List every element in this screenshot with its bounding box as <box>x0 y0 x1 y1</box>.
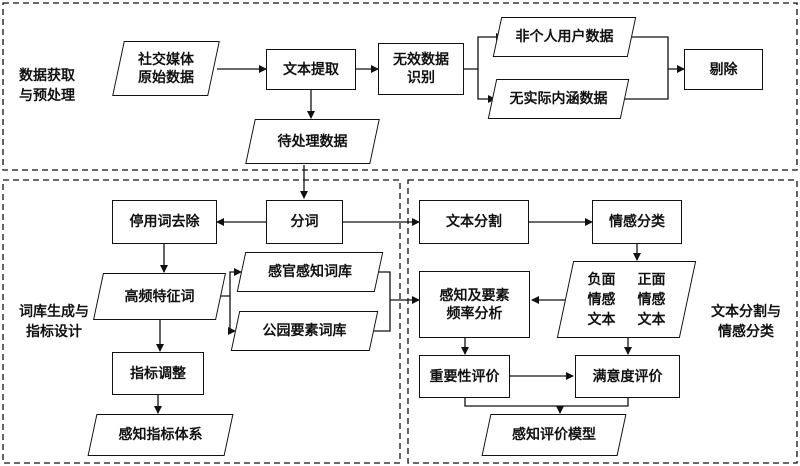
node-freq-analysis: 感知及要素 频率分析 <box>419 271 530 338</box>
sentiment-neg-line-1: 负面 <box>587 271 616 288</box>
node-park-lex-label: 公园要素词库 <box>262 323 347 339</box>
node-social-media-label: 社交媒体 原始数据 <box>138 51 194 86</box>
node-remove: 剔除 <box>684 49 763 90</box>
node-satisfaction: 满意度评价 <box>575 355 680 398</box>
node-sentiment-texts: 负面 正面 情感 情感 文本 文本 <box>565 261 688 338</box>
node-pending-label: 待处理数据 <box>277 133 348 150</box>
node-indicator-adjust: 指标调整 <box>112 352 204 395</box>
line-importance-down <box>464 398 560 407</box>
region-label-sentiment: 文本分割与 情感分类 <box>711 304 781 340</box>
line-satisfaction-down <box>560 398 629 407</box>
arrow-invalid-to-nonpersonal <box>464 33 504 70</box>
region-label-acquisition: 数据获取 与预处理 <box>19 68 75 104</box>
region-border-sentiment <box>407 179 798 464</box>
node-segment-label: 分词 <box>290 214 319 230</box>
node-text-extract: 文本提取 <box>266 49 356 90</box>
node-indicator-adjust-label: 指标调整 <box>130 365 186 382</box>
node-emotion-class: 情感分类 <box>592 200 682 244</box>
arrow-nonpersonal-to-remove <box>632 36 685 73</box>
arrow-highfreq-to-park <box>228 296 236 335</box>
line-nomeaning-to-merge <box>625 69 669 100</box>
node-high-freq: 高频特征词 <box>98 273 221 320</box>
node-invalid-id-label: 无效数据 识别 <box>393 52 449 86</box>
arrow-highfreq-to-sensory <box>221 268 242 297</box>
node-no-meaning: 无实际内涵数据 <box>492 79 625 119</box>
node-model-label: 感知评价模型 <box>512 427 596 443</box>
node-invalid-id: 无效数据 识别 <box>378 43 464 95</box>
node-stopword-label: 停用词去除 <box>129 214 200 230</box>
line-park-out <box>374 300 391 332</box>
sentiment-pos-line-2: 情感 <box>637 291 666 308</box>
region-label-lexicon: 词库生成与 指标设计 <box>19 304 89 340</box>
node-non-personal-label: 非个人用户数据 <box>515 29 614 45</box>
node-indicator-system-label: 感知指标体系 <box>118 427 203 443</box>
node-importance: 重要性评价 <box>419 355 510 398</box>
node-sensory-lex-label: 感官感知词库 <box>268 264 352 280</box>
node-indicator-system: 感知指标体系 <box>92 414 229 456</box>
arrow-invalid-to-nomeaning <box>477 69 496 103</box>
node-importance-label: 重要性评价 <box>429 368 500 385</box>
node-satisfaction-label: 满意度评价 <box>592 368 663 385</box>
node-text-extract-label: 文本提取 <box>283 61 339 78</box>
node-remove-label: 剔除 <box>709 61 738 78</box>
node-segment: 分词 <box>266 200 343 244</box>
node-sensory-lex: 感官感知词库 <box>241 252 379 292</box>
node-text-split: 文本分割 <box>419 200 529 244</box>
node-no-meaning-label: 无实际内涵数据 <box>509 91 608 107</box>
sentiment-pos-line-1: 正面 <box>637 271 666 288</box>
node-non-personal: 非个人用户数据 <box>497 17 632 57</box>
line-sensory-out <box>379 271 391 300</box>
node-pending: 待处理数据 <box>250 119 375 164</box>
sentiment-pos-line-3: 文本 <box>637 311 666 328</box>
sentiment-neg-line-3: 文本 <box>587 311 616 328</box>
sentiment-neg-line-2: 情感 <box>587 291 616 308</box>
node-text-split-label: 文本分割 <box>446 214 502 230</box>
node-social-media: 社交媒体 原始数据 <box>118 41 214 96</box>
node-high-freq-label: 高频特征词 <box>124 288 195 305</box>
node-emotion-class-label: 情感分类 <box>609 214 665 230</box>
sentiment-text-grid: 负面 正面 情感 情感 文本 文本 <box>588 271 666 329</box>
node-model: 感知评价模型 <box>486 414 622 456</box>
node-park-lex: 公园要素词库 <box>235 311 374 351</box>
node-stopword: 停用词去除 <box>112 200 217 244</box>
node-freq-analysis-label: 感知及要素 频率分析 <box>439 287 510 322</box>
